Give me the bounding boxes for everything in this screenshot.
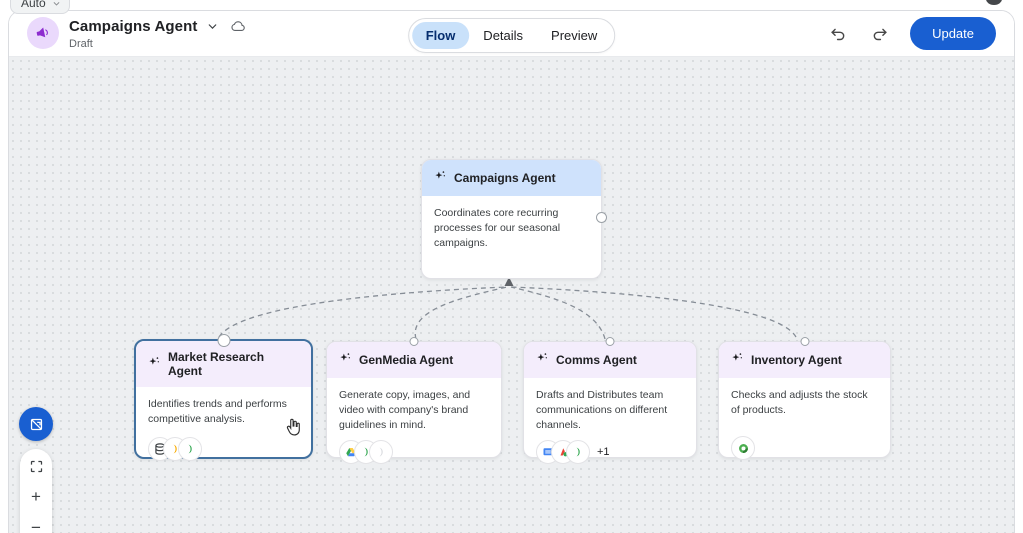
tab-flow[interactable]: Flow (411, 22, 470, 49)
tool-chips (719, 432, 890, 470)
toolbar: Campaigns Agent Draft Flow Details Previ… (9, 11, 1014, 57)
agent-sparkle-icon (339, 351, 352, 369)
connection-handle[interactable] (217, 334, 230, 347)
browser-zoom-label: Auto (21, 0, 46, 10)
more-tools-count: +1 (597, 445, 610, 458)
update-button[interactable]: Update (910, 17, 996, 50)
agent-sparkle-icon (434, 169, 447, 187)
node-description: Identifies trends and performs competiti… (148, 398, 287, 426)
agent-status: Draft (69, 38, 93, 51)
node-title: Market Research Agent (168, 350, 265, 378)
agent-identity: Campaigns Agent Draft (27, 16, 249, 51)
green-crescent-icon (566, 439, 590, 464)
node-market-research-agent[interactable]: Market Research Agent Identifies trends … (134, 334, 313, 462)
fit-screen-button[interactable] (29, 459, 44, 474)
undo-icon[interactable] (826, 22, 850, 46)
flow-canvas[interactable]: Campaigns Agent Coordinates core recurri… (9, 57, 1014, 533)
agent-sparkle-icon (536, 351, 549, 369)
agent-sparkle-icon (148, 355, 161, 373)
cloud-icon[interactable] (228, 16, 249, 37)
zoom-out-button[interactable]: − (31, 519, 41, 533)
tab-details[interactable]: Details (469, 22, 537, 49)
browser-avatar-sliver (986, 0, 1002, 5)
node-description: Drafts and Distributes team communicatio… (536, 389, 668, 432)
connection-handle[interactable] (596, 212, 607, 223)
node-campaigns-agent[interactable]: Campaigns Agent Coordinates core recurri… (421, 159, 607, 279)
campaign-megaphone-icon (27, 17, 59, 50)
zoom-controls: + − (20, 449, 52, 533)
connection-handle[interactable] (409, 337, 419, 346)
zoom-in-button[interactable]: + (31, 487, 41, 506)
redo-icon[interactable] (868, 22, 892, 46)
blank-icon (369, 439, 393, 464)
node-comms-agent[interactable]: Comms Agent Drafts and Distributes team … (523, 337, 697, 464)
tool-chips: +1 (524, 436, 696, 474)
green-crescent-icon (178, 437, 202, 462)
node-inventory-agent[interactable]: Inventory Agent Checks and adjusts the s… (718, 337, 891, 461)
agent-name: Campaigns Agent (69, 18, 198, 36)
node-title: GenMedia Agent (359, 353, 454, 367)
toolbar-actions: Update (826, 17, 996, 50)
minimap-toggle-button[interactable] (19, 407, 53, 441)
node-title: Campaigns Agent (454, 171, 556, 185)
connection-handle[interactable] (605, 337, 615, 346)
view-tabs: Flow Details Preview (407, 18, 616, 53)
green-ring-icon (731, 436, 755, 461)
connection-handle[interactable] (800, 337, 809, 346)
node-title: Inventory Agent (751, 353, 842, 367)
map-off-icon (30, 418, 42, 430)
node-description: Checks and adjusts the stock of products… (731, 389, 868, 417)
fit-screen-icon (30, 460, 42, 473)
tool-chips (136, 433, 311, 471)
node-genmedia-agent[interactable]: GenMedia Agent Generate copy, images, an… (326, 337, 502, 464)
browser-zoom-control[interactable]: Auto (10, 0, 70, 14)
node-description: Coordinates core recurring processes for… (434, 207, 561, 250)
tool-chips (327, 436, 501, 474)
node-description: Generate copy, images, and video with co… (339, 389, 471, 432)
tab-preview[interactable]: Preview (537, 22, 611, 49)
node-title: Comms Agent (556, 353, 637, 367)
agent-switcher-chevron-icon[interactable] (204, 18, 221, 35)
chevron-down-icon (53, 1, 60, 6)
agent-sparkle-icon (731, 351, 744, 369)
agent-builder-window: Campaigns Agent Draft Flow Details Previ… (8, 10, 1015, 533)
